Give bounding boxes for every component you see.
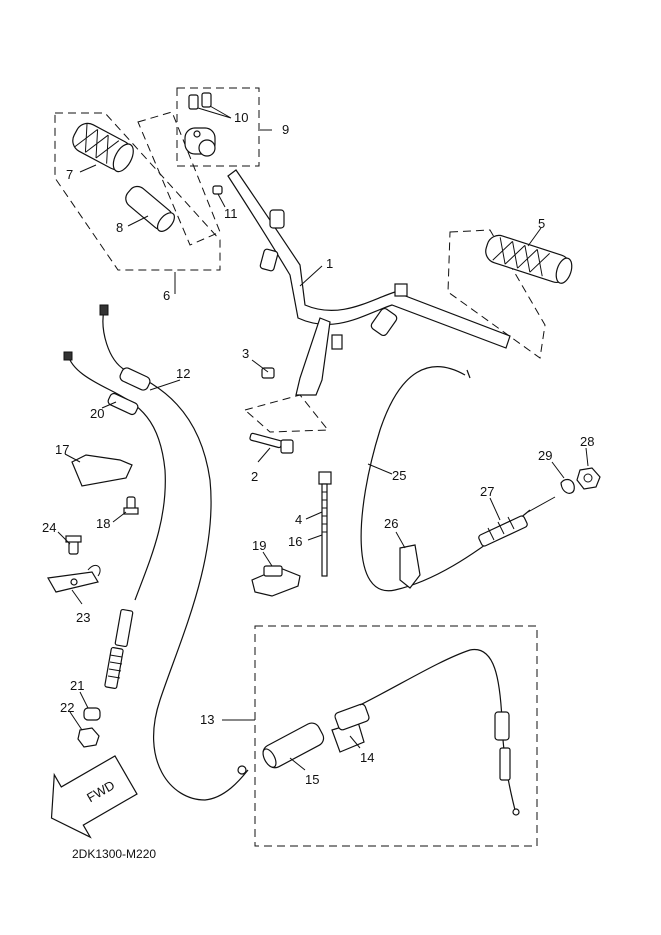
callout-18: 18 [96, 516, 110, 531]
boot-21 [83, 707, 101, 721]
callout-1: 1 [326, 256, 333, 271]
holder-19 [251, 565, 301, 597]
left-grip [72, 122, 134, 173]
callout-19: 19 [252, 538, 266, 553]
callout-14: 14 [360, 750, 374, 765]
callout-29: 29 [538, 448, 552, 463]
group-outline-cable-13 [254, 625, 538, 847]
screw-18 [123, 496, 139, 515]
callout-21: 21 [70, 678, 84, 693]
callout-11: 11 [224, 206, 238, 221]
cable-12 [102, 309, 249, 801]
callout-6: 6 [163, 288, 170, 303]
bolt-2 [249, 432, 294, 454]
plate-17 [71, 454, 133, 487]
callout-labels: 1 2 3 4 5 6 7 8 9 10 11 12 13 14 15 16 1… [42, 110, 594, 787]
callout-7: 7 [66, 167, 73, 182]
callout-5: 5 [538, 216, 545, 231]
group-outline-bolt [243, 394, 330, 433]
cable-13 [359, 649, 516, 811]
nut-22 [77, 727, 100, 748]
callout-2: 2 [251, 469, 258, 484]
fwd-arrow: FWD [50, 755, 138, 839]
callout-12: 12 [176, 366, 190, 381]
callout-22: 22 [60, 700, 74, 715]
callout-9: 9 [282, 122, 289, 137]
callout-27: 27 [480, 484, 494, 499]
callout-16: 16 [288, 534, 302, 549]
callout-10: 10 [234, 110, 248, 125]
cable-25 [360, 366, 531, 592]
callout-24: 24 [42, 520, 56, 535]
callout-17: 17 [55, 442, 69, 457]
cable-tie [318, 471, 332, 577]
cable-guide-26 [399, 544, 421, 589]
bracket-23 [47, 564, 101, 593]
diagram-code: 2DK1300-M220 [72, 847, 156, 861]
callout-4: 4 [295, 512, 302, 527]
callout-8: 8 [116, 220, 123, 235]
group-outline-switch [176, 87, 260, 167]
callout-20: 20 [90, 406, 104, 421]
callout-13: 13 [200, 712, 214, 727]
switch-housing [184, 92, 216, 157]
cable-ends-left [63, 304, 247, 775]
clamp-3 [261, 367, 275, 379]
cable-13-ends [494, 711, 520, 816]
handlebar [227, 169, 511, 396]
clip-29 [560, 478, 575, 494]
callout-25: 25 [392, 468, 406, 483]
right-grip [485, 234, 573, 284]
callout-26: 26 [384, 516, 398, 531]
cable-20 [67, 354, 166, 601]
callout-28: 28 [580, 434, 594, 449]
cable-adjuster-lower [104, 608, 134, 690]
grip-15 [262, 722, 325, 769]
switch-14 [331, 703, 370, 753]
adjuster-27 [478, 496, 556, 547]
callout-15: 15 [305, 772, 319, 787]
screw-24 [65, 535, 82, 555]
nut-11 [212, 185, 223, 195]
callout-23: 23 [76, 610, 90, 625]
group-outline-grip-left [54, 112, 221, 271]
callout-3: 3 [242, 346, 249, 361]
group-inner-outline-left [137, 111, 221, 246]
nut-28 [576, 467, 601, 490]
group-outline-grip-right [447, 229, 546, 359]
leader-lines [57, 105, 589, 771]
throttle-sleeve [125, 185, 175, 232]
